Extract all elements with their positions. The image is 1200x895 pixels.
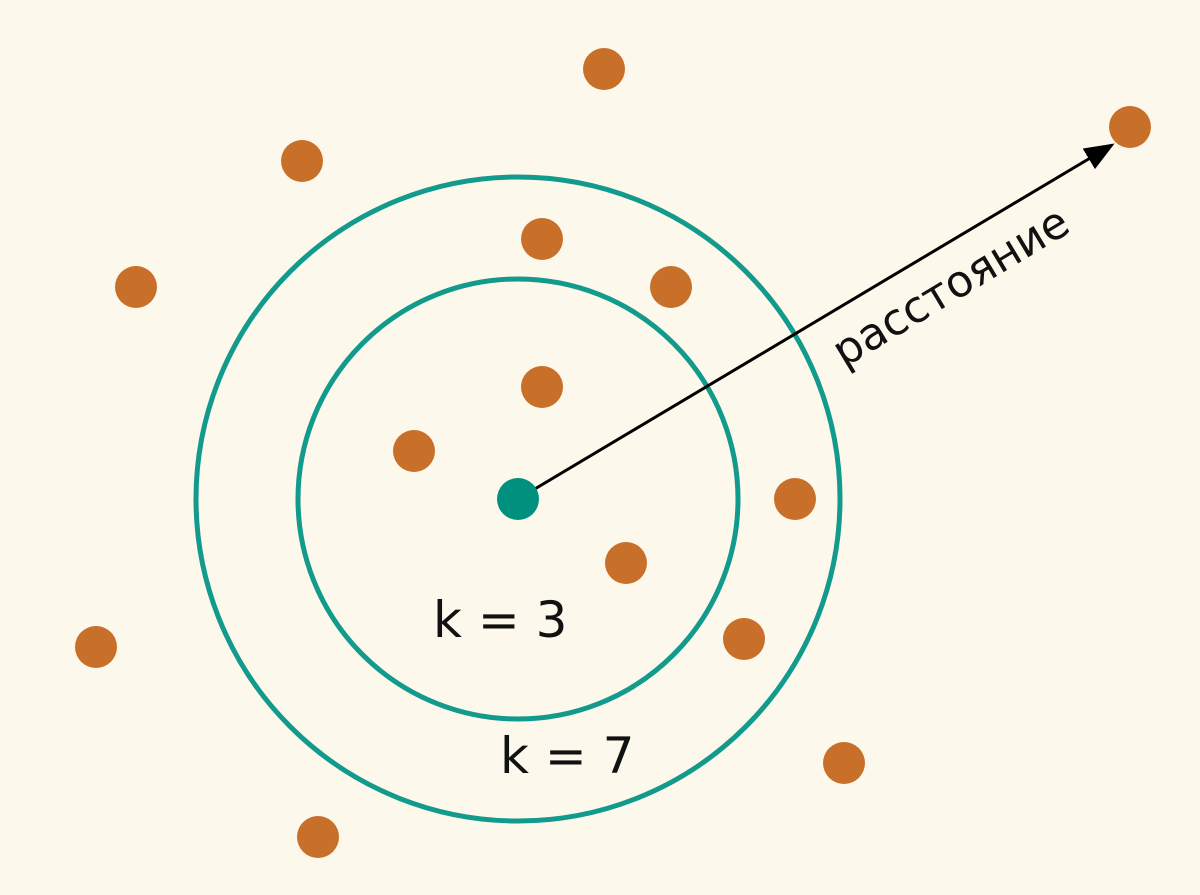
neighbor-point (75, 626, 117, 668)
neighbor-point (774, 478, 816, 520)
neighbor-point (115, 266, 157, 308)
k7-label: k = 7 (500, 727, 634, 785)
inner-neighborhood-circle (295, 276, 741, 722)
neighbor-point (1109, 106, 1151, 148)
neighbor-point (583, 48, 625, 90)
neighbor-points (75, 48, 1151, 858)
neighbor-point (723, 618, 765, 660)
neighbor-point (297, 816, 339, 858)
k3-label: k = 3 (433, 591, 567, 649)
distance-arrow (517, 143, 1115, 501)
neighbor-point (823, 742, 865, 784)
query-point (497, 478, 539, 520)
neighbor-point (521, 366, 563, 408)
neighbor-point (281, 140, 323, 182)
outer-neighborhood-circle (193, 174, 843, 824)
neighbor-point (521, 218, 563, 260)
neighbor-point (393, 430, 435, 472)
neighbor-point (650, 266, 692, 308)
neighbor-point (605, 542, 647, 584)
